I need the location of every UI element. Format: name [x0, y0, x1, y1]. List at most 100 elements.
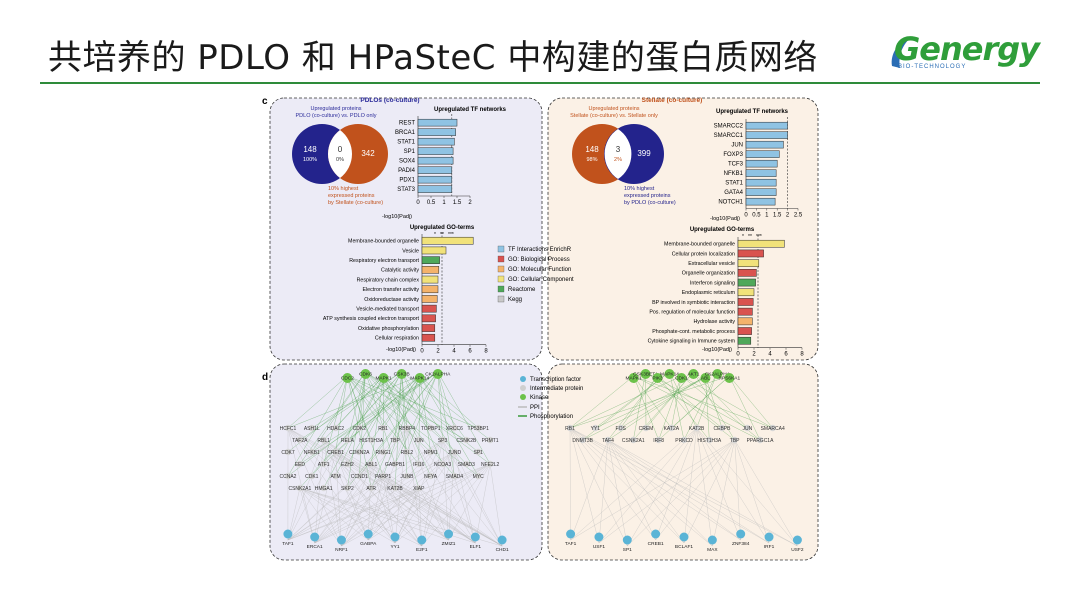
left-ppi-edge	[287, 427, 422, 547]
right-tf-bar	[745, 178, 777, 187]
left-phospho-edge	[401, 371, 408, 429]
legend-swatch-bp	[497, 255, 505, 263]
left-phospho-edge	[383, 375, 479, 453]
left-ppi-edge	[406, 427, 422, 547]
go-legend: TF Interactions EnrichR GO: Biological P…	[497, 245, 574, 303]
left-intermediate-node	[308, 424, 315, 432]
left-ppi-edge	[335, 451, 369, 541]
right-go-label: Hydrolase activity	[693, 319, 735, 325]
left-tf-label: CHD1	[496, 547, 509, 553]
right-kinase-node	[688, 369, 699, 379]
right-tf-node	[594, 532, 604, 542]
right-intermediate-node	[617, 424, 624, 432]
right-tf-label: SMARCC2	[714, 123, 744, 129]
left-tf-label: TAF1	[282, 541, 294, 547]
left-intermediate-node	[391, 484, 399, 492]
left-intermediate-label: RBL1	[317, 438, 330, 444]
left-ppi-edge	[341, 451, 455, 547]
left-tf-axis-label: -log10(Padj)	[382, 214, 412, 220]
right-tf-tick-label: 2	[786, 213, 790, 219]
right-phospho-edge	[620, 375, 706, 429]
left-go-label: Oxidoreductase activity	[364, 297, 419, 303]
left-ppi-edge	[489, 463, 503, 547]
left-intermediate-label: HIST1H3A	[359, 438, 384, 444]
right-tf-tick-label: 0.5	[752, 213, 761, 219]
left-intermediate-node	[463, 460, 470, 468]
right-kinase-node	[676, 373, 687, 383]
left-go-label: Catalytic activity	[381, 268, 419, 274]
right-venn-caption-b3: by PDLO (co-culture)	[624, 200, 676, 206]
right-ppi-edge	[734, 439, 798, 547]
right-kinase-label: MAPK1	[625, 376, 642, 382]
right-go-label: Interferon signaling	[690, 280, 735, 286]
left-title: PDLOs (co-culture)	[360, 97, 419, 104]
right-ppi-edge	[607, 439, 656, 541]
left-phospho-edge	[311, 371, 366, 453]
right-intermediate-label: YY1	[591, 426, 601, 432]
right-intermediate-label: TAF4	[602, 438, 614, 444]
legend-mf: GO: Molecular Function	[508, 267, 571, 273]
left-intermediate-label: XRCC6	[446, 426, 463, 432]
left-phospho-edge	[287, 375, 420, 429]
left-phospho-edge	[323, 375, 420, 465]
right-ppi-edge	[569, 427, 656, 541]
left-ppi-edge	[314, 439, 443, 544]
right-intermediate-node	[604, 436, 612, 444]
left-intermediate-label: CCNA2	[280, 474, 297, 480]
left-go-tick-label: 0	[420, 349, 424, 355]
left-intermediate-node	[415, 436, 422, 444]
right-sig-1: *	[742, 234, 744, 240]
right-tf-label: TAF1	[565, 541, 577, 547]
left-ppi-edge	[299, 487, 503, 547]
right-tf-bar	[745, 140, 784, 149]
left-intermediate-label: EED	[295, 462, 306, 468]
left-ppi-edge	[287, 439, 443, 541]
right-tf-bar	[745, 188, 777, 196]
right-tf-label: ZNF384	[732, 541, 750, 547]
right-tf-node	[792, 535, 802, 545]
right-intermediate-node	[706, 436, 713, 444]
left-tf-title: Upregulated TF networks	[434, 107, 507, 113]
right-phospho-edge	[657, 375, 723, 429]
left-tf-tick-label: 1	[442, 200, 446, 206]
left-ppi-edge	[448, 463, 491, 541]
right-phospho-edge	[645, 371, 748, 429]
left-intermediate-label: CDK7	[281, 450, 295, 456]
left-venn-caption-b2: expressed proteins	[328, 193, 375, 199]
right-phospho-edge	[693, 371, 735, 441]
right-tf-label: SMARCC1	[714, 133, 744, 139]
left-kinase-node	[360, 369, 371, 379]
right-ppi-edge	[627, 439, 735, 547]
left-go-tick-label: 8	[484, 349, 488, 355]
left-ppi-edge	[287, 427, 342, 547]
left-tf-label: SOX4	[399, 158, 416, 164]
left-go-label: Respiratory electron transport	[349, 258, 419, 264]
left-intermediate-node	[284, 472, 292, 480]
left-ppi-edge	[368, 463, 372, 541]
left-intermediate-label: CSNK2B	[456, 438, 477, 444]
left-intermediate-node	[379, 424, 387, 432]
legend-swatch-kegg	[497, 295, 505, 303]
left-phospho-edge	[371, 375, 420, 489]
left-tf-label: YY1	[390, 544, 399, 550]
left-go-title: Upregulated GO-terms	[410, 225, 475, 231]
right-ppi-edge	[696, 427, 741, 541]
right-intermediate-label: JUN	[742, 426, 752, 432]
left-tf-tick-label: 1.5	[453, 200, 462, 206]
left-ppi-edge	[323, 439, 449, 541]
right-ppi-edge	[569, 427, 600, 544]
right-phospho-edge	[658, 375, 682, 441]
left-ppi-edge	[299, 487, 396, 544]
right-kinase-node	[664, 369, 675, 379]
left-tf-node	[497, 535, 507, 545]
right-go-bar	[737, 249, 764, 258]
right-intermediate-node	[630, 436, 637, 444]
right-phospho-edge	[569, 375, 682, 429]
left-intermediate-node	[486, 460, 494, 468]
left-ppi-edge	[314, 451, 455, 544]
right-intermediate-node	[642, 424, 650, 432]
right-phospho-edge	[620, 375, 658, 429]
left-intermediate-node	[379, 448, 387, 456]
